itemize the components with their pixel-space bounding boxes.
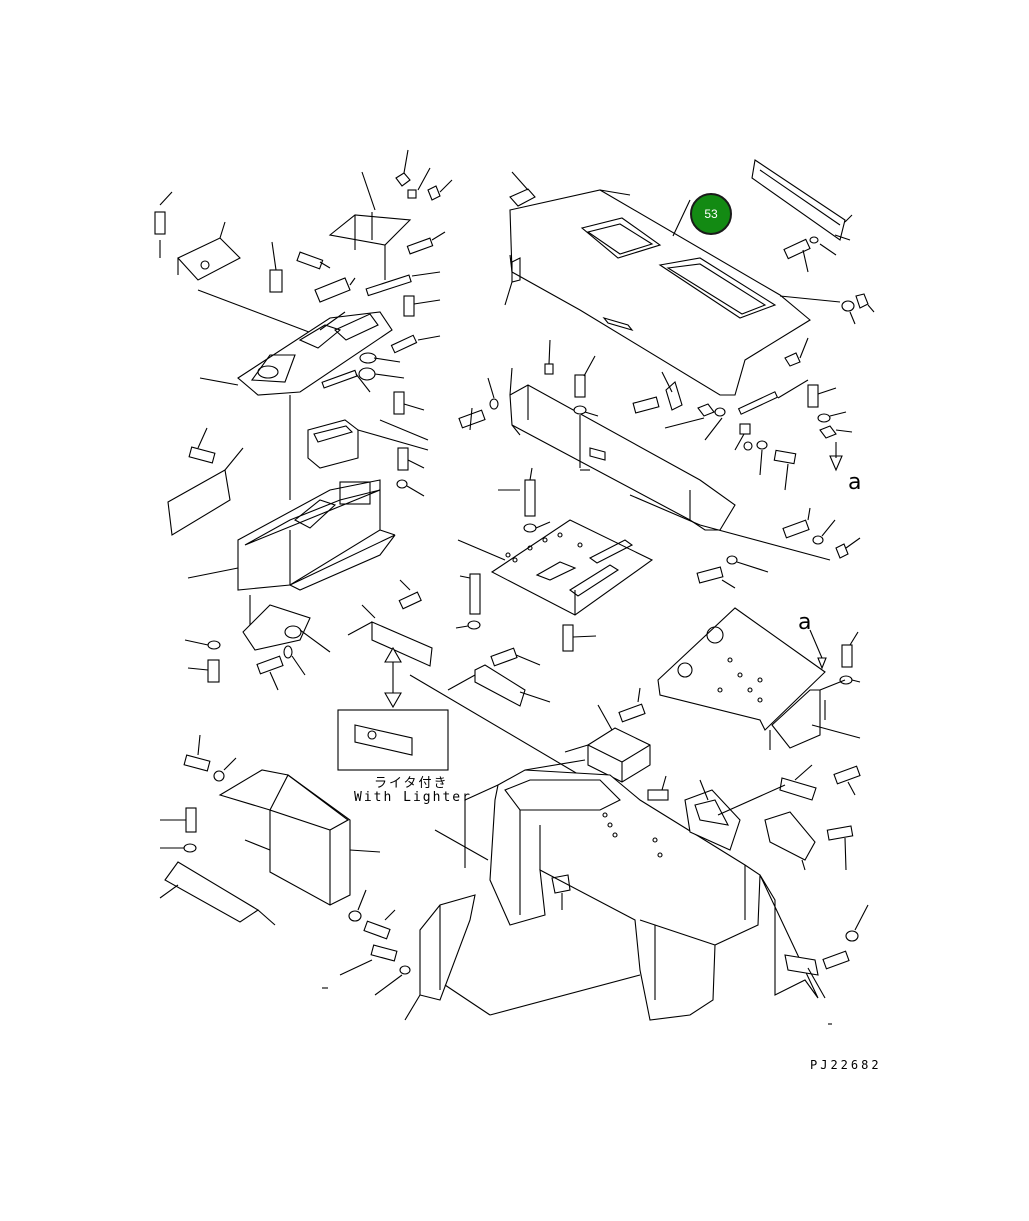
top-cover (504, 171, 811, 396)
cover-right-fasteners (734, 337, 853, 491)
lower-left-frame (159, 734, 381, 926)
control-module-box (564, 687, 651, 783)
front-beam (509, 367, 736, 531)
swap-arrow-down (384, 692, 402, 709)
mid-left-bolts (269, 241, 441, 393)
hinge-plate (751, 159, 875, 325)
reference-arrow-upper (829, 455, 843, 472)
lighter-plate-group (347, 579, 433, 709)
inset-caption-jp: ライタ付き (374, 776, 449, 791)
top-center-fasteners (395, 149, 453, 255)
drawing-code: PJ22682 (810, 1058, 882, 1072)
lower-center-brackets (322, 889, 641, 1021)
frame-right-brackets (647, 764, 861, 871)
top-left-bracket-assembly (154, 191, 331, 341)
inset-box (337, 709, 449, 771)
reference-mark-upper: a (848, 470, 862, 495)
beam-fasteners (458, 339, 726, 468)
reference-arrow-lower (817, 657, 827, 670)
tray-box (307, 419, 429, 469)
upper-slotted-plate (328, 171, 412, 280)
console-side-bolts (393, 391, 425, 497)
main-console-box (187, 419, 429, 640)
left-side-panel (167, 427, 244, 536)
inset-caption-en: With Lighter (354, 790, 472, 805)
callout-53-badge[interactable]: 53 (690, 193, 732, 235)
beam-end-fasteners (696, 507, 861, 589)
lever-console-frame (199, 311, 393, 500)
swap-arrow-up (384, 646, 402, 663)
right-floor-plate (657, 607, 861, 750)
lower-right-frame-piece (759, 874, 869, 1025)
slotted-base-plate (455, 467, 654, 652)
lower-left-bracket (184, 604, 331, 691)
reference-mark-lower: a (798, 610, 812, 635)
mid-bracket (409, 647, 606, 791)
